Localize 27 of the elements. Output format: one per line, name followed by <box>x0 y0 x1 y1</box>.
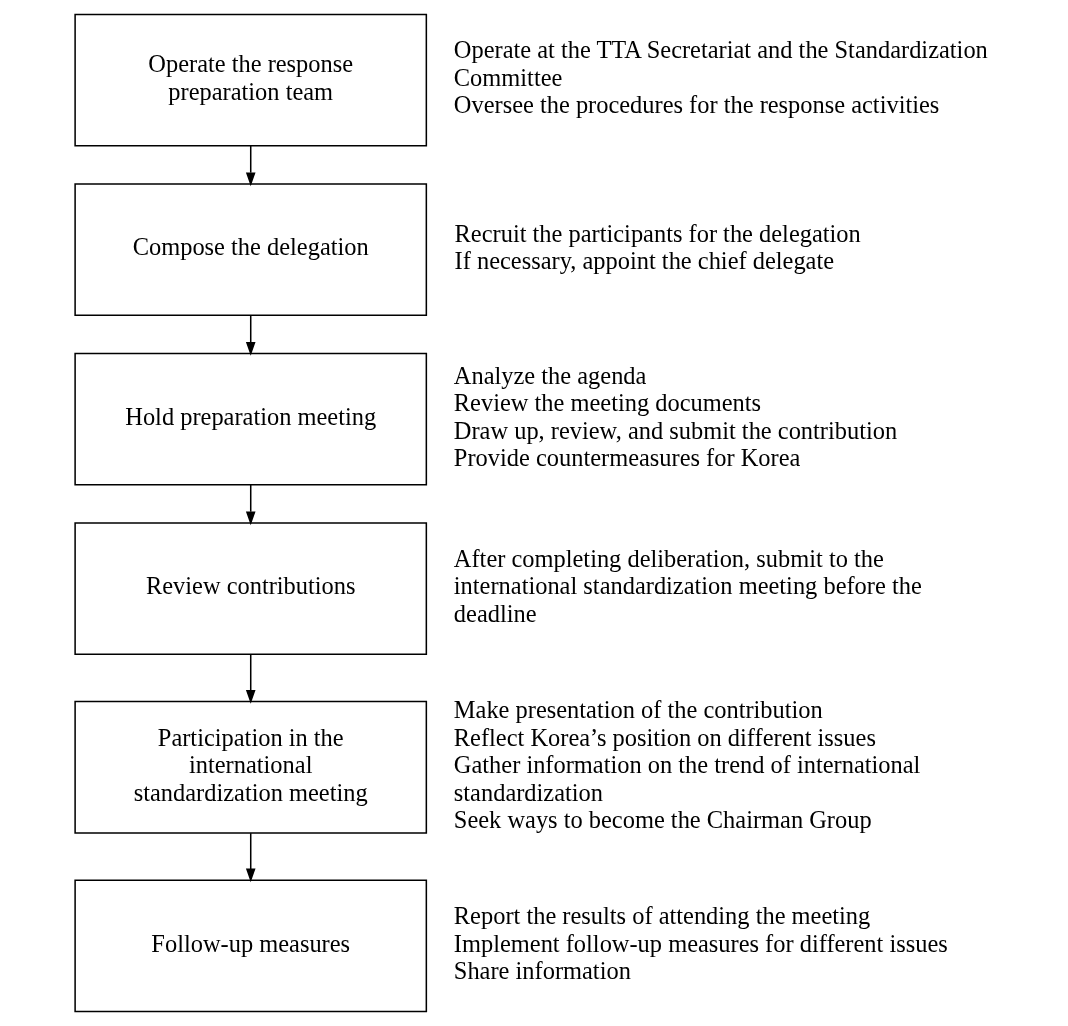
arrow <box>245 145 256 187</box>
node-box: Compose the delegation <box>74 183 428 316</box>
node-box: Participation in the international standardization meeting <box>74 700 428 834</box>
arrow <box>245 832 256 883</box>
node-label: After completing deliberation, submit to the international standardization meeting before the deadline <box>453 544 922 627</box>
node-label: Seek ways to become the Chairman Group <box>453 806 872 834</box>
arrow <box>245 653 256 704</box>
node-label: Report the results of attending the meeting <box>453 902 871 930</box>
node-box: Operate the response preparation team <box>74 13 428 147</box>
arrow <box>245 314 256 356</box>
node-label: Oversee the procedures for the response activities <box>453 91 940 119</box>
node-label: Operate at the TTA Secretariat and the Standardization Committee <box>453 36 988 91</box>
node-label: Make presentation of the contribution <box>453 696 823 724</box>
arrow <box>245 484 256 526</box>
node-label: Share information <box>453 957 631 985</box>
node-box: Follow-up measures <box>74 879 428 1013</box>
node-label: Draw up, review, and submit the contribution <box>453 416 898 444</box>
node-label: Reflect Korea’s position on different issues <box>453 723 876 751</box>
node-label: Gather information on the trend of international standardization <box>453 751 921 806</box>
node-box: Review contributions <box>74 522 428 656</box>
node-box: Hold preparation meeting <box>74 352 428 486</box>
node-label: Analyze the agenda <box>453 361 647 389</box>
node-label: Provide countermeasures for Korea <box>453 444 801 472</box>
node-label: Recruit the participants for the delegation <box>454 219 861 247</box>
node-label: Implement follow-up measures for different issues <box>453 929 948 957</box>
node-label: If necessary, appoint the chief delegate <box>454 247 835 275</box>
node-label: Review the meeting documents <box>453 389 762 417</box>
